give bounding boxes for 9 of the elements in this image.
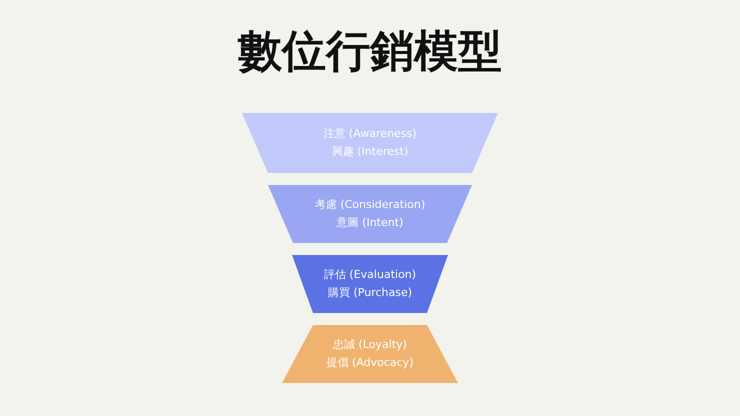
stage-label: 考慮 (Consideration) — [314, 197, 426, 213]
stage-label: 評估 (Evaluation) — [324, 267, 416, 283]
stage-label: 購買 (Purchase) — [328, 285, 412, 301]
stage-label: 注意 (Awareness) — [323, 126, 417, 142]
diagram-title: 數位行銷模型 — [236, 28, 503, 76]
stage-label: 提倡 (Advocacy) — [326, 355, 414, 371]
stage-label: 忠誠 (Loyalty) — [333, 337, 407, 353]
stage-label: 意圖 (Intent) — [336, 215, 404, 231]
stage-label: 興趣 (Interest) — [332, 144, 408, 160]
